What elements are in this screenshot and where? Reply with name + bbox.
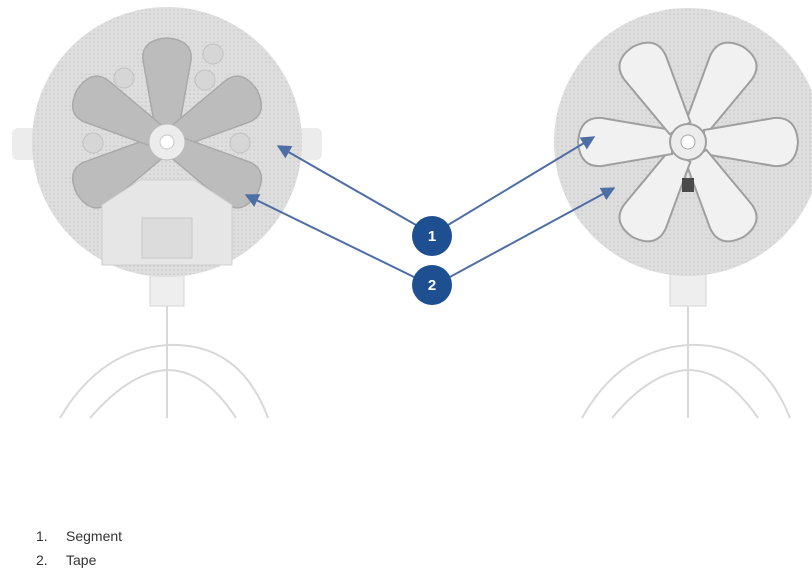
arrow-2-left — [244, 194, 417, 279]
right-segments — [576, 41, 800, 243]
callout-2: 2 — [412, 265, 452, 305]
left-segment-dots — [82, 43, 251, 154]
callout-1: 1 — [412, 216, 452, 256]
arrow-1-right — [447, 136, 596, 226]
callout-arrows — [244, 136, 616, 279]
callout-1-number: 1 — [428, 228, 436, 245]
legend-label: Segment — [66, 528, 123, 544]
left-sensor-pad — [12, 7, 322, 419]
right-sensor-cable — [581, 300, 791, 419]
arrow-1-left — [276, 145, 417, 226]
legend-item: 2. Tape — [36, 548, 122, 572]
legend-number: 1. — [36, 528, 48, 544]
callout-2-number: 2 — [428, 277, 436, 294]
legend-item: 1. Segment — [36, 524, 122, 548]
right-sensor-pad — [554, 8, 812, 419]
left-sensor-cable — [59, 300, 269, 419]
legend: 1. Segment 2. Tape — [36, 524, 122, 572]
left-segments — [71, 37, 263, 209]
legend-label: Tape — [66, 552, 97, 568]
arrow-2-right — [447, 187, 616, 279]
legend-number: 2. — [36, 552, 48, 568]
